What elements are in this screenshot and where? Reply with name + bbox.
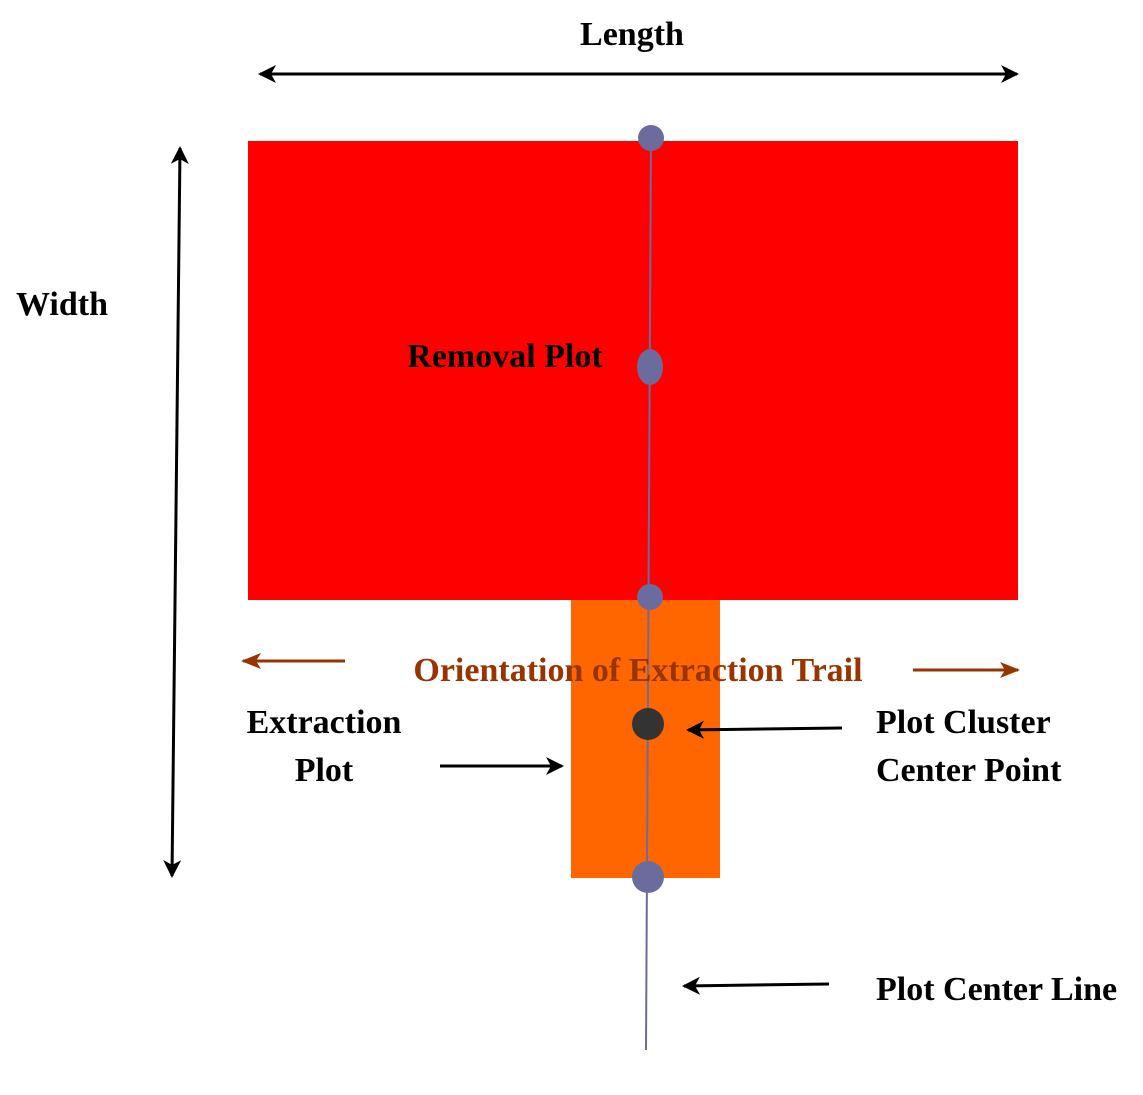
cluster-point-label-line1: Plot Cluster — [876, 704, 1051, 741]
plot-point-top — [638, 125, 664, 151]
plot-point-bottom — [632, 861, 664, 893]
cluster-point-pointer-arrow — [686, 720, 843, 739]
width-label: Width — [16, 286, 108, 323]
plot-cluster-center-point — [632, 708, 664, 740]
cluster-point-label-line2: Center Point — [876, 752, 1062, 789]
removal-plot-area — [248, 141, 1018, 600]
orientation-label: Orientation of Extraction Trail — [413, 652, 862, 689]
center-line-pointer-arrow — [682, 976, 830, 995]
width-arrow — [163, 146, 189, 878]
plot-point-removal-center — [637, 349, 663, 385]
extraction-plot-label-line2: Plot — [295, 752, 354, 789]
center-line-label: Plot Center Line — [876, 971, 1117, 1008]
plot-point-boundary — [637, 584, 663, 610]
removal-plot-label: Removal Plot — [407, 338, 603, 375]
length-label: Length — [580, 16, 684, 53]
extraction-plot-label-line1: Extraction — [247, 704, 402, 741]
